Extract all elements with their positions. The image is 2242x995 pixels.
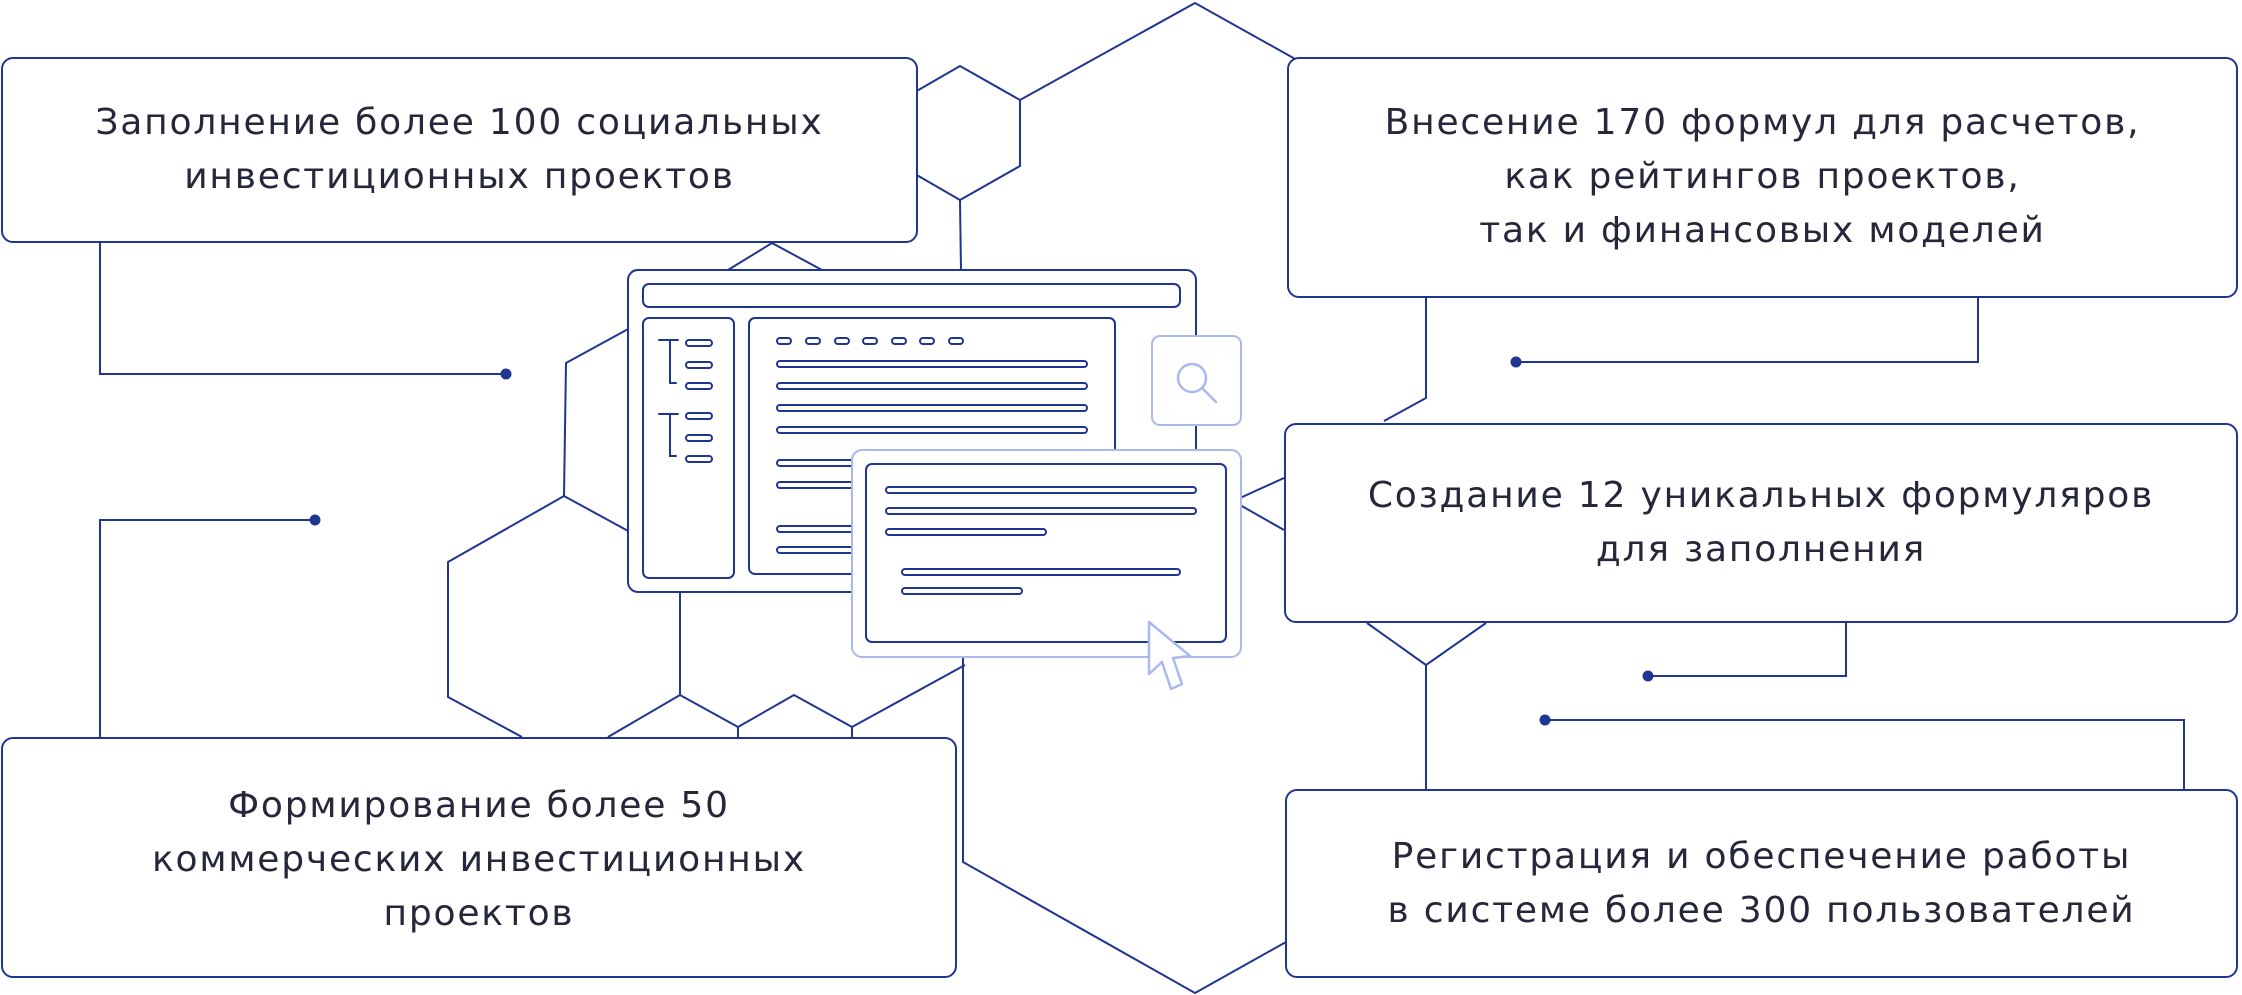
card-commercial-projects-text: Формирование более 50 коммерческих инвес…	[152, 784, 806, 934]
connectors	[99, 243, 2185, 789]
card-users-text: Регистрация и обеспечение работы в систе…	[1387, 835, 2136, 931]
card-forms: Создание 12 уникальных формуляров для за…	[1284, 423, 2238, 623]
connector-dot	[1510, 356, 1522, 368]
card-forms-text: Создание 12 уникальных формуляров для за…	[1367, 475, 2155, 570]
hexagon-network	[447, 2, 1487, 994]
connector-dots	[309, 356, 1654, 726]
card-social-projects-text: Заполнение более 100 социальных инвестиц…	[95, 102, 824, 197]
cursor-icon	[1147, 620, 1192, 691]
card-users: Регистрация и обеспечение работы в систе…	[1285, 789, 2238, 978]
connector-dot	[1539, 714, 1551, 726]
connector-dot	[309, 514, 321, 526]
card-formulas-text: Внесение 170 формул для расчетов, как ре…	[1384, 101, 2141, 251]
connector-dot	[1642, 670, 1654, 682]
card-formulas: Внесение 170 формул для расчетов, как ре…	[1287, 57, 2238, 298]
popup-window-icon	[851, 449, 1242, 658]
connector-dot	[500, 368, 512, 380]
card-social-projects: Заполнение более 100 социальных инвестиц…	[1, 57, 918, 243]
card-commercial-projects: Формирование более 50 коммерческих инвес…	[1, 737, 957, 978]
search-icon	[1151, 335, 1242, 426]
